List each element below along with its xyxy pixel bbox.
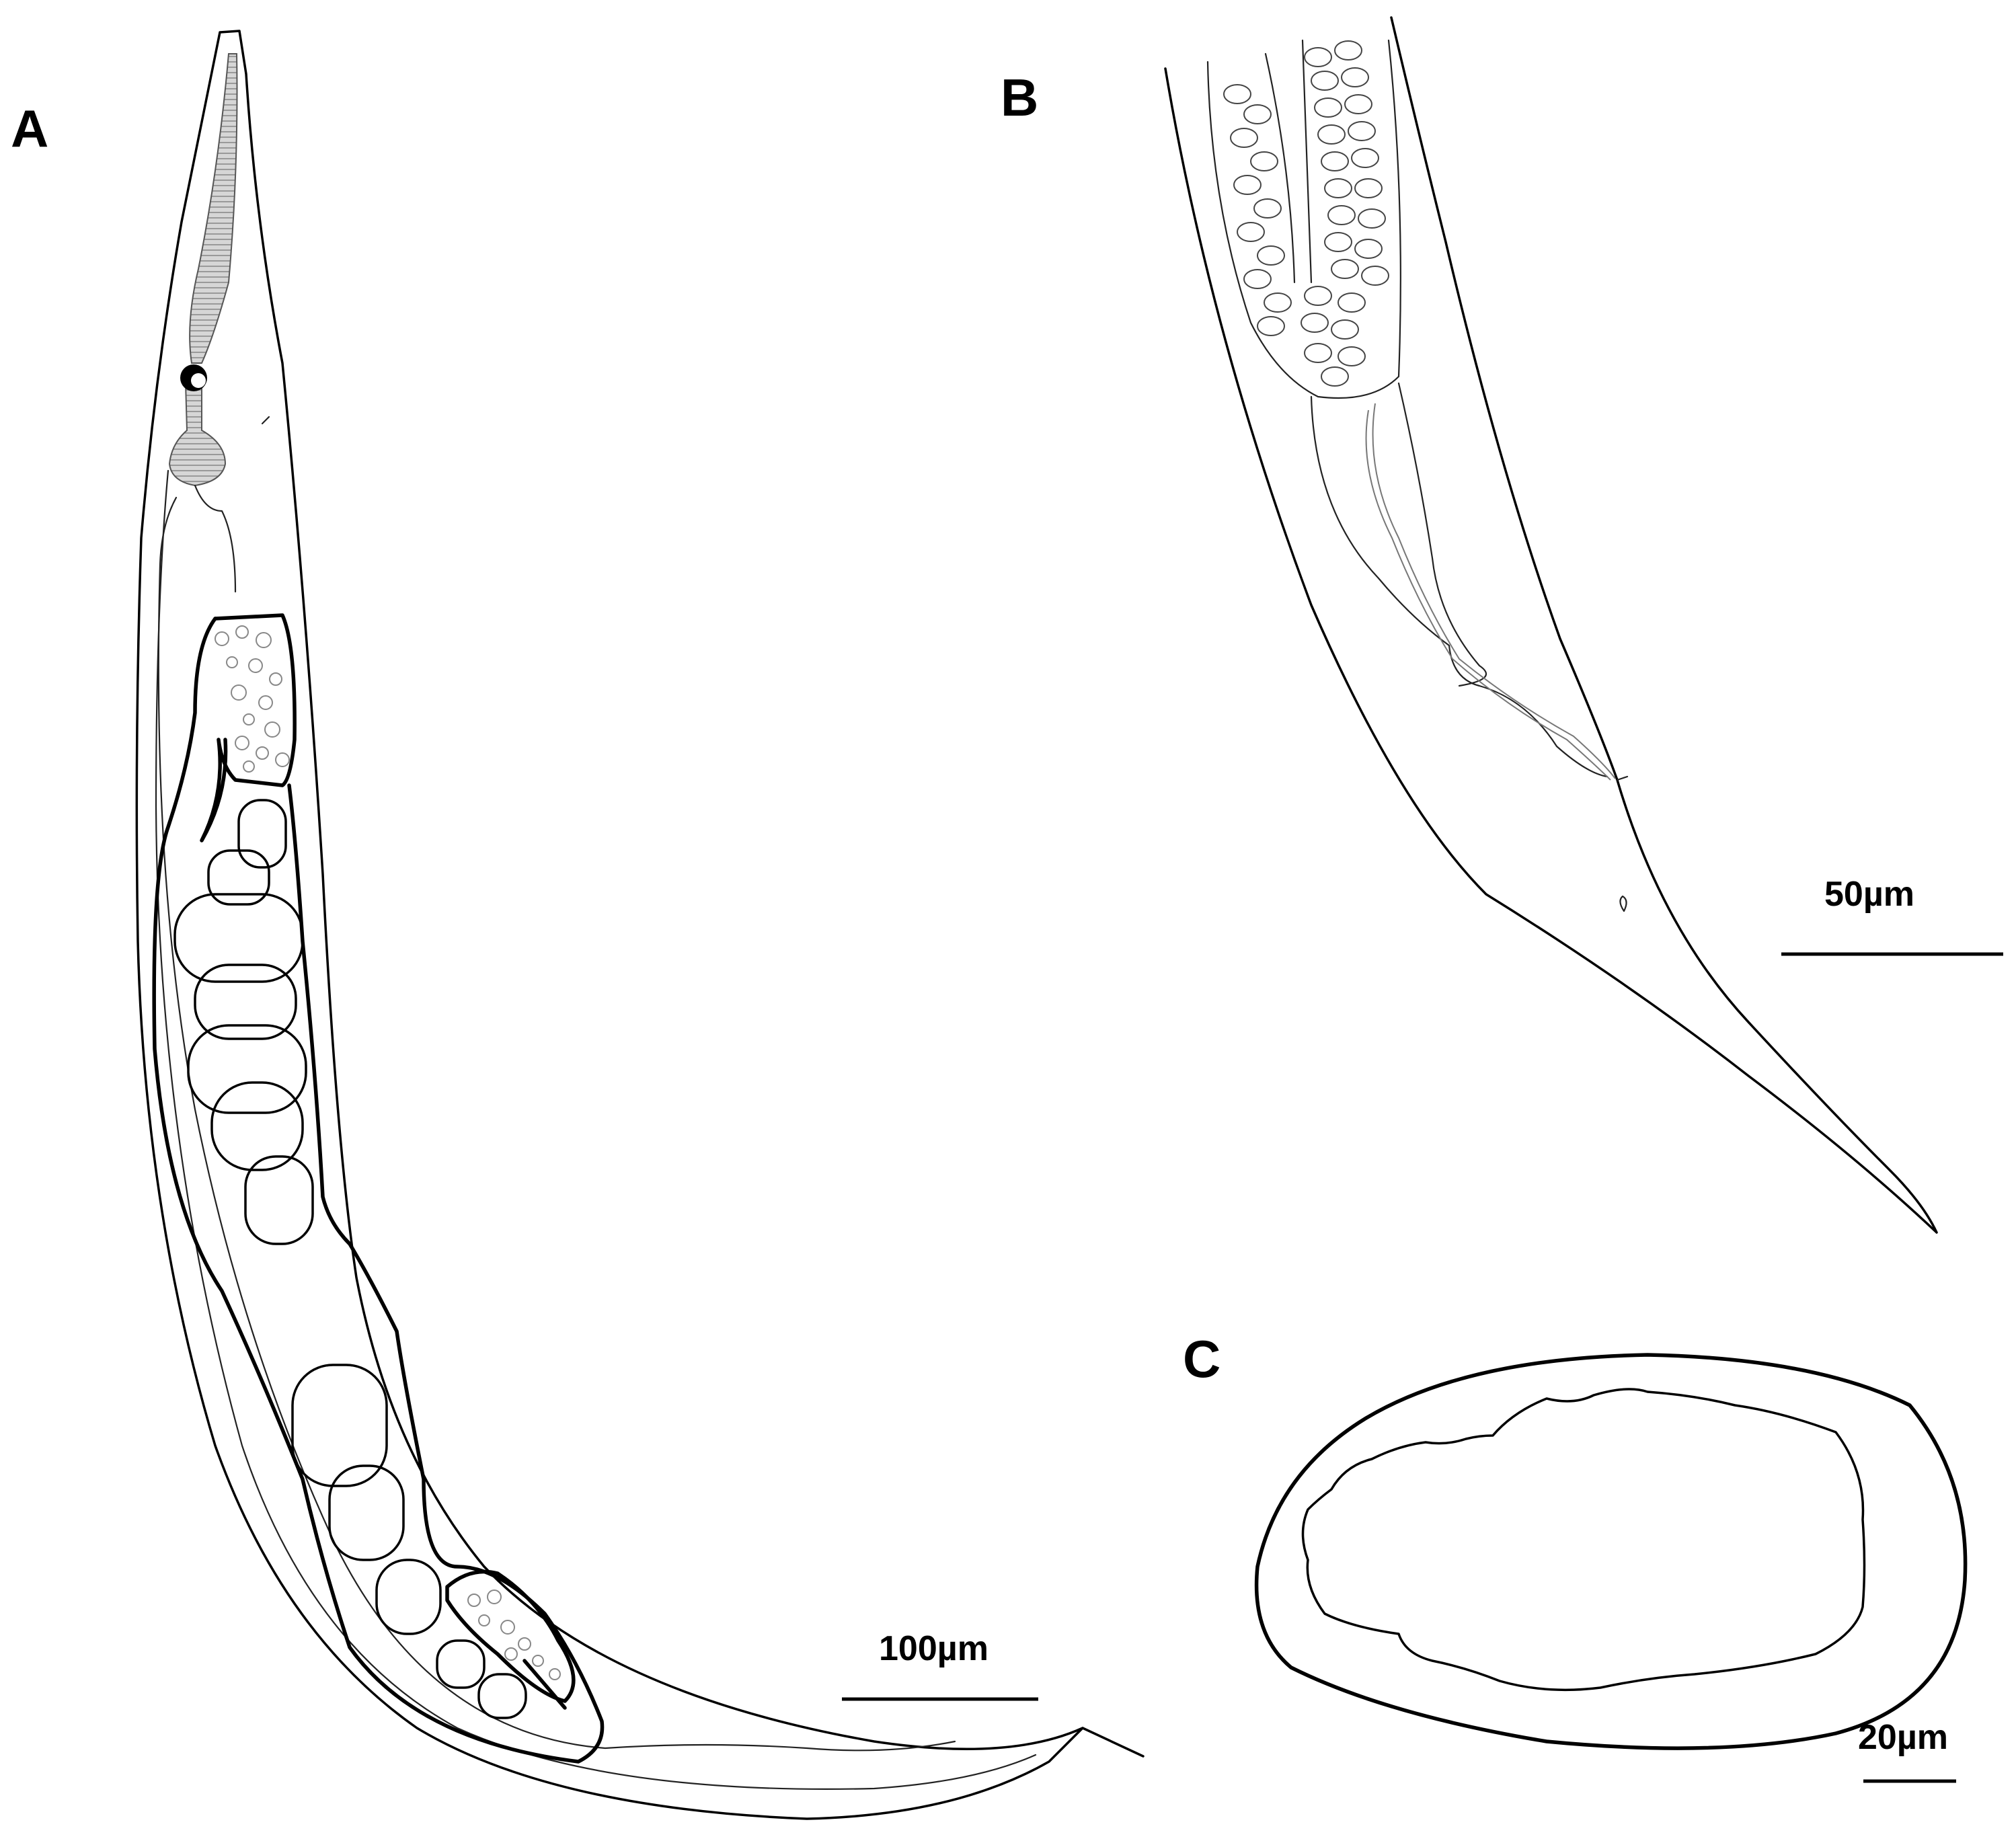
panel-b-body-outline [1164, 16, 1938, 1234]
panel-a-pharynx [189, 53, 238, 364]
panel-c-scale-label: 20µm [1858, 1718, 1948, 1757]
panel-a-uterus [152, 617, 605, 1764]
panel-a-posterior-ovary [445, 1569, 576, 1710]
panel-c-letter: C [1183, 1329, 1220, 1388]
panel-a-posterior-granules [467, 1589, 561, 1680]
panel-b: B [1001, 16, 2003, 1234]
panel-a-scale-label: 100µm [879, 1629, 988, 1668]
panel-a-intestine [157, 484, 956, 1752]
panel-a-isthmus [168, 383, 227, 487]
panel-a: A [11, 30, 1145, 1820]
panel-b-letter: B [1001, 68, 1038, 127]
panel-a-inner-cuticle [155, 469, 1037, 1790]
panel-a-anterior-granules [215, 625, 290, 773]
panel-a-eggs [173, 799, 527, 1719]
panel-c-egg-shell [1254, 1353, 1968, 1750]
panel-b-cells [1223, 40, 1389, 387]
panel-b-intestine [1310, 382, 1608, 778]
panel-a-anterior-ovary [200, 613, 297, 842]
panel-b-gonad [1206, 39, 1401, 399]
panel-b-scale-label: 50µm [1824, 875, 1914, 914]
panel-a-letter: A [11, 99, 48, 158]
panel-a-body-outline [135, 30, 1145, 1820]
panel-c: C 20µm [1183, 1329, 1968, 1783]
panel-c-embryo [1301, 1388, 1866, 1692]
